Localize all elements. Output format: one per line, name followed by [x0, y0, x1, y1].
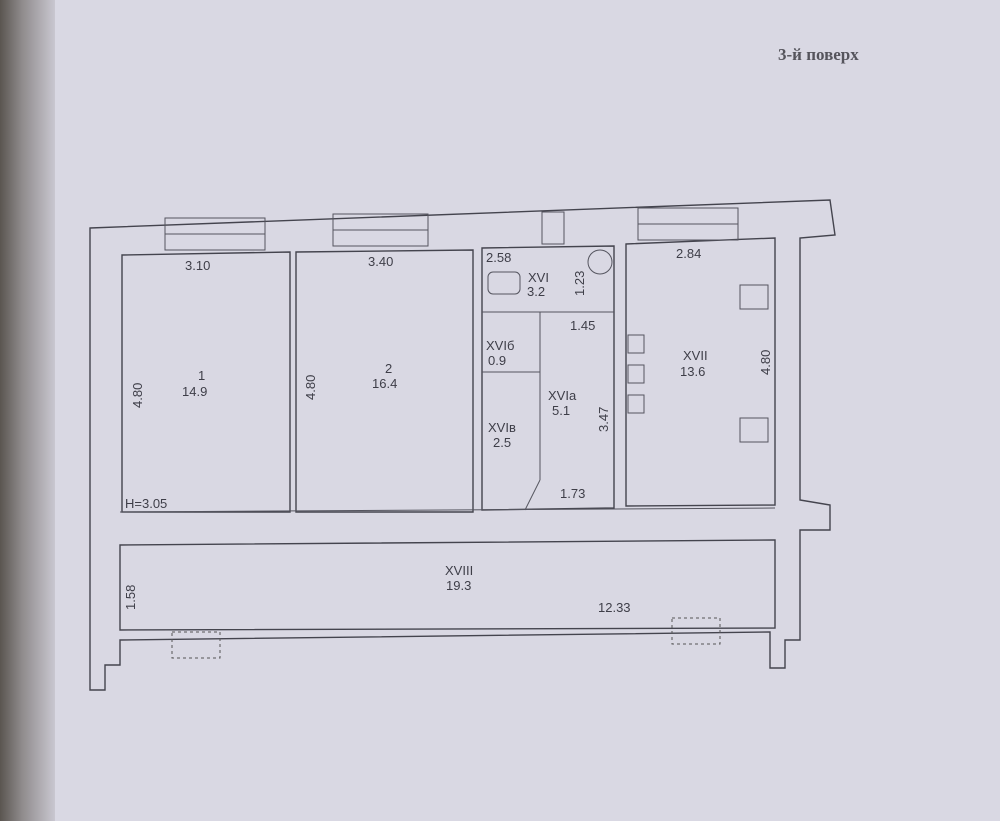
- radiator-icon: [627, 334, 645, 354]
- room-XVII-area: 13.6: [680, 364, 705, 379]
- room-XVII-id: XVII: [683, 348, 708, 363]
- radiator-icon: [627, 364, 645, 384]
- stove-icon: [739, 417, 769, 443]
- column-hatch: [171, 631, 221, 659]
- column-hatch: [671, 617, 721, 645]
- ceiling-height: H=3.05: [125, 496, 167, 511]
- room-XVIII-area: 19.3: [446, 578, 471, 593]
- room-XVIv-area: 2.5: [493, 435, 511, 450]
- room-2-depth: 4.80: [303, 375, 318, 400]
- room-2-width: 3.40: [368, 254, 393, 269]
- windows: [164, 207, 739, 251]
- room-XVI-width: 2.58: [486, 250, 511, 265]
- room-XVII-depth: 4.80: [758, 350, 773, 375]
- floor-title: 3-й поверх: [778, 45, 859, 64]
- room-2-id: 2: [385, 361, 392, 376]
- room-XVI-depth: 1.23: [572, 271, 587, 296]
- room-1-area: 14.9: [182, 384, 207, 399]
- fixtures: [171, 249, 769, 659]
- room-XVI-id: XVI: [528, 270, 549, 285]
- room-XVIa-width: 1.45: [570, 318, 595, 333]
- stove-icon: [739, 284, 769, 310]
- room-XVIII-id: XVIII: [445, 563, 473, 578]
- sink-icon: [587, 249, 613, 275]
- room-1-depth: 4.80: [130, 383, 145, 408]
- photo-edge-shadow: [0, 0, 55, 821]
- room-XVIa-area: 5.1: [552, 403, 570, 418]
- room-1-width: 3.10: [185, 258, 210, 273]
- outer-walls: [89, 199, 836, 691]
- room-XVIa-depth: 3.47: [596, 407, 611, 432]
- room-1-id: 1: [198, 368, 205, 383]
- room-XVIb-id: XVIб: [486, 338, 514, 353]
- room-XVI-area: 3.2: [527, 284, 545, 299]
- room-XVIII-width: 12.33: [598, 600, 631, 615]
- room-XVIv-id: XVIв: [488, 420, 516, 435]
- room-XVIb-area: 0.9: [488, 353, 506, 368]
- room-XVII-width: 2.84: [676, 246, 701, 261]
- room-XVIII-depth: 1.58: [123, 585, 138, 610]
- radiator-icon: [627, 394, 645, 414]
- toilet-icon: [487, 271, 521, 295]
- room-XVIa-id: XVIa: [548, 388, 577, 403]
- room-XVIa-bottom: 1.73: [560, 486, 585, 501]
- room-2-area: 16.4: [372, 376, 397, 391]
